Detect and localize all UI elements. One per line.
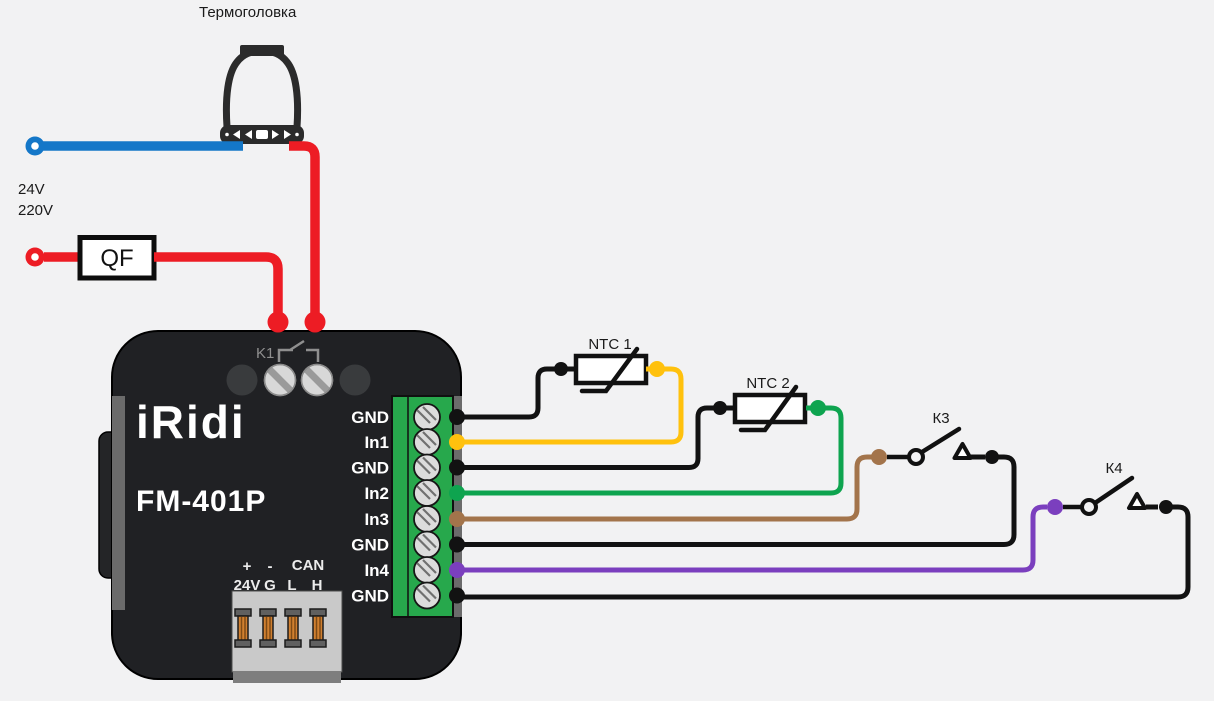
ntc1-label: NTC 1 [588,336,631,353]
switch-k3-symbol [887,426,985,466]
terminal-label-gnd-4: GND [351,587,389,606]
voltage-220v-label: 220V [18,202,53,219]
relay-screw-terminal [263,363,297,397]
model-label: FM-401P [136,485,266,518]
wire-k4-return-black [450,504,1191,600]
terminal-blue [25,136,45,156]
wire-red-qf-endpoint [267,311,289,333]
k3-label: К3 [932,410,949,427]
voltage-24v-label: 24V [18,181,45,198]
junction-dot-yellow [649,361,665,377]
wire-in4-purple [450,504,1047,573]
junction-dot-green [810,400,826,416]
connector-label-can: CAN [292,557,325,574]
junction-dot [554,362,568,376]
terminal-screw-slots [416,406,437,603]
connector-label-h: H [312,577,323,594]
terminal-red [25,247,45,267]
wire-gnd2-black [450,405,733,470]
wire-in2-green [450,405,844,496]
wire-red-qf-to-module [154,252,283,316]
wire-in3-brown [450,454,872,522]
connector-label-24v: 24V [234,577,261,594]
qf-breaker-label: QF [100,245,133,272]
input-terminal-block [391,395,454,618]
wire-red-thermohead-endpoint [304,311,326,333]
thermohead-label: Термоголовка [199,4,297,21]
wire-k3-return-black [450,454,1017,547]
connector-pins [234,608,327,648]
switch-k4-symbol [1063,475,1158,516]
k4-label: К4 [1105,460,1122,477]
terminal-label-in3: In3 [364,510,389,529]
relay-screw-terminal [300,363,334,397]
wire-gnd1-black [450,366,574,420]
ntc1-thermistor-symbol [573,346,649,394]
junction-dot [713,401,727,415]
can-power-connector: + - CAN 24V G L H [231,557,343,683]
junction-dot-brown [871,449,887,465]
thermohead-dial-marks [225,130,299,139]
thermohead-icon [220,45,304,144]
fm401p-module: K1 iRidi FM-401P [98,330,462,683]
relay-k1-label: K1 [256,345,274,362]
terminal-label-gnd-1: GND [351,408,389,427]
relay-k1-symbol [277,339,320,362]
terminal-screws [413,403,441,610]
relay-contact-hole [339,364,371,396]
terminal-label-in2: In2 [364,484,389,503]
connector-label-minus: - [268,558,273,575]
wire-in1-yellow [450,366,684,445]
ntc2-label: NTC 2 [746,375,789,392]
module-left-rail [112,396,125,610]
terminal-label-gnd-3: GND [351,536,389,555]
wire-red-thermohead [289,141,320,316]
terminal-label-in1: In1 [364,433,389,452]
connector-label-g: G [264,577,276,594]
relay-contact-hole [226,364,258,396]
qf-breaker: QF [77,235,157,281]
connector-label-plus: + [243,558,252,575]
terminal-label-in4: In4 [364,561,389,580]
terminal-label-gnd-2: GND [351,459,389,478]
connector-label-l: L [287,577,296,594]
module-terminal-dots [449,409,465,604]
brand-logo: iRidi [136,396,246,448]
junction-dot-purple [1047,499,1063,515]
ntc2-thermistor-symbol [732,384,808,433]
